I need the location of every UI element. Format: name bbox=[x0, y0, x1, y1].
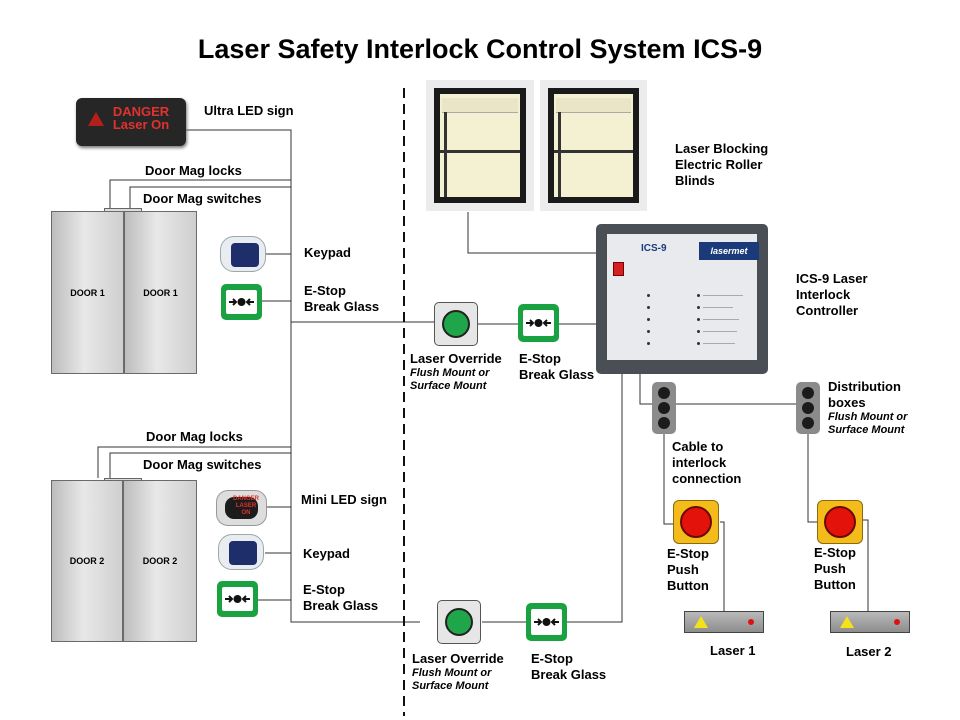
laser-1-image bbox=[684, 611, 764, 633]
ultra-led-sign-label: Ultra LED sign bbox=[204, 103, 294, 118]
ics9-controller-image: ICS-9 lasermet bbox=[596, 224, 768, 374]
wire-dist2-laser bbox=[862, 519, 869, 612]
estop-bottom-label: E-Stop Break Glass bbox=[531, 651, 607, 682]
laser-override-bottom-sub: Flush Mount or Surface Mount bbox=[412, 667, 492, 692]
estop-top-label: E-Stop Break Glass bbox=[519, 351, 595, 382]
distribution-boxes-label: Distribution boxes Flush Mount or Surfac… bbox=[828, 379, 907, 437]
laser-warning-icon bbox=[840, 616, 854, 628]
wire-blinds bbox=[467, 212, 598, 254]
door1-right-text: DOOR 1 bbox=[143, 287, 178, 298]
door1-left-leaf: DOOR 1 bbox=[51, 211, 124, 374]
power-switch-icon bbox=[613, 262, 624, 276]
wire-dist1-estop bbox=[663, 434, 674, 525]
door2-mag-locks-label: Door Mag locks bbox=[146, 429, 243, 444]
ultra-led-sign-text: DANGER Laser On bbox=[112, 104, 170, 132]
controller-model-text: ICS-9 bbox=[641, 243, 667, 254]
wire-controller-distribution bbox=[639, 374, 796, 405]
distribution-boxes-sub: Flush Mount or Surface Mount bbox=[828, 411, 908, 436]
controller-brand-logo: lasermet bbox=[699, 242, 759, 260]
roller-blind-2-image bbox=[540, 80, 647, 211]
wire-door2-locks bbox=[97, 446, 291, 478]
diagram-title: Laser Safety Interlock Control System IC… bbox=[197, 34, 763, 64]
door1-left-text: DOOR 1 bbox=[70, 287, 105, 298]
roller-blinds-label: Laser Blocking Electric Roller Blinds bbox=[675, 141, 769, 188]
wire-dist1-laser bbox=[720, 521, 725, 612]
wire-door1-switches bbox=[129, 186, 291, 210]
estop-top-break-glass-icon bbox=[518, 304, 559, 342]
door2-right-text: DOOR 2 bbox=[142, 556, 178, 566]
estop-push-button-1-image bbox=[673, 500, 719, 544]
green-button-icon bbox=[442, 310, 470, 338]
wire-estop-bottom-to-controller bbox=[566, 374, 623, 623]
wire-dist2-estop bbox=[807, 434, 818, 523]
laser-override-bottom-label: Laser Override Flush Mount or Surface Mo… bbox=[412, 651, 504, 693]
door1-keypad-image bbox=[220, 236, 266, 272]
door2-left-leaf: DOOR 2 bbox=[51, 480, 123, 642]
laser-1-label: Laser 1 bbox=[710, 643, 756, 658]
door1-mag-switches-label: Door Mag switches bbox=[143, 191, 262, 206]
mini-led-sign-image: DANGER LASER ON bbox=[216, 490, 267, 526]
mini-led-sign-label: Mini LED sign bbox=[301, 492, 387, 507]
door2-mag-switches-label: Door Mag switches bbox=[143, 457, 262, 472]
door2-left-text: DOOR 2 bbox=[69, 556, 105, 566]
laser-override-bottom-image bbox=[437, 600, 481, 644]
door1-estop-label: E-Stop Break Glass bbox=[304, 283, 380, 314]
laser-override-top-label: Laser Override Flush Mount or Surface Mo… bbox=[410, 351, 502, 393]
laser-2-label: Laser 2 bbox=[846, 644, 892, 659]
door2-keypad-label: Keypad bbox=[303, 546, 350, 561]
wire-door1-locks bbox=[109, 179, 291, 210]
mini-led-sign-text: DANGER LASER ON bbox=[233, 496, 260, 516]
distribution-box-2-image bbox=[796, 382, 820, 434]
cable-interlock-label: Cable to interlock connection bbox=[672, 439, 742, 486]
estop-push-button-2-label: E-Stop Push Button bbox=[814, 545, 856, 592]
door2-estop-label: E-Stop Break Glass bbox=[303, 582, 379, 613]
door1-right-leaf: DOOR 1 bbox=[124, 211, 197, 374]
door1-mag-locks-label: Door Mag locks bbox=[145, 163, 242, 178]
laser-override-top-image bbox=[434, 302, 478, 346]
laser-override-bottom-title: Laser Override bbox=[412, 651, 504, 666]
door2-right-leaf: DOOR 2 bbox=[123, 480, 197, 642]
door1-break-glass-icon bbox=[221, 284, 262, 320]
red-button-icon bbox=[824, 506, 856, 538]
red-button-icon bbox=[680, 506, 712, 538]
door2-break-glass-icon bbox=[217, 581, 258, 617]
green-button-icon bbox=[445, 608, 473, 636]
ics9-controller-label: ICS-9 Laser Interlock Controller bbox=[796, 271, 868, 318]
estop-bottom-break-glass-icon bbox=[526, 603, 567, 641]
laser-override-top-title: Laser Override bbox=[410, 351, 502, 366]
ultra-led-sign-image: DANGER Laser On bbox=[76, 98, 186, 146]
distribution-boxes-title: Distribution boxes bbox=[828, 379, 901, 410]
door1-keypad-label: Keypad bbox=[304, 245, 351, 260]
estop-push-button-2-image bbox=[817, 500, 863, 544]
roller-blind-1-image bbox=[426, 80, 534, 211]
warning-triangle-icon bbox=[88, 112, 104, 126]
wire-left-trunk bbox=[175, 129, 420, 623]
door2-keypad-image bbox=[218, 534, 264, 570]
laser-override-top-sub: Flush Mount or Surface Mount bbox=[410, 367, 490, 392]
estop-push-button-1-label: E-Stop Push Button bbox=[667, 546, 709, 593]
wire-door2-switches bbox=[109, 452, 291, 478]
laser-2-image bbox=[830, 611, 910, 633]
laser-warning-icon bbox=[694, 616, 708, 628]
distribution-box-1-image bbox=[652, 382, 676, 434]
